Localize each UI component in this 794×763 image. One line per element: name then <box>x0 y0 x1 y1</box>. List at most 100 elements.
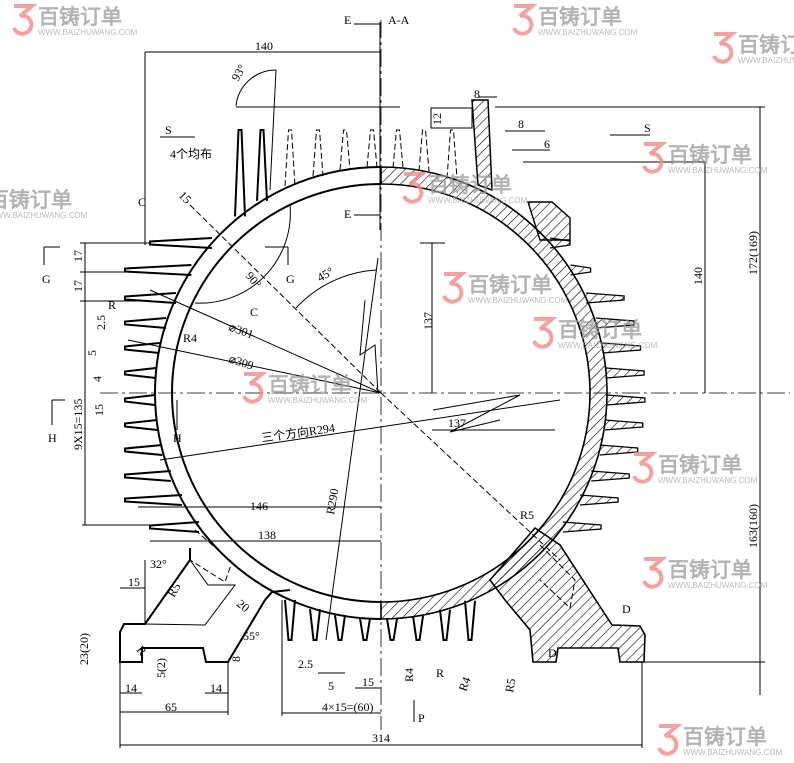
watermark-logo-icon <box>642 557 668 589</box>
dimension-label: E <box>344 13 351 27</box>
section-label: A-A <box>388 13 410 27</box>
dimension-label: 8 <box>229 656 243 662</box>
dimension-label: C <box>250 305 258 319</box>
watermark-brand: 百铸订单 <box>428 173 512 197</box>
watermark-logo-icon <box>242 372 268 404</box>
dimension-label: R <box>436 666 444 680</box>
dimension-label: 4 <box>90 376 104 382</box>
left-mounting-foot <box>119 548 291 663</box>
watermark-logo-icon <box>12 4 38 36</box>
watermark-url: WWW.BAIZHUWANG.COM <box>38 28 138 37</box>
dimension-label: 12 <box>430 113 444 125</box>
dimension-label: 15 <box>176 188 194 206</box>
dimension-label: 172(169) <box>746 231 760 275</box>
watermark-brand: 百铸订单 <box>658 453 742 477</box>
dimension-label: R4 <box>402 668 416 682</box>
dimension-label: S <box>165 123 172 137</box>
left-fin <box>149 521 200 533</box>
right-fin <box>562 521 602 533</box>
watermark-url: WWW.BAIZHUWANG.COM <box>428 196 528 205</box>
dimension-label: 15 <box>362 675 374 689</box>
dimension-label: 4个均布 <box>170 147 212 161</box>
watermark-brand: 百铸订单 <box>683 725 767 749</box>
dimension-label: 14 <box>210 681 222 695</box>
dimension-label: R5 <box>520 508 534 522</box>
dimension-label: 20 <box>234 597 252 615</box>
watermark-url: WWW.BAIZHUWANG.COM <box>468 296 568 305</box>
dimension-label: 65 <box>165 700 177 714</box>
watermark-brand: 百铸订单 <box>738 33 794 57</box>
watermark-brand: 百铸订单 <box>468 273 552 297</box>
dimension-label: 14 <box>125 681 137 695</box>
top-fin <box>418 129 430 172</box>
left-fin <box>124 367 156 379</box>
dimension-label: R <box>108 298 116 312</box>
dimension-label: 163(160) <box>746 504 760 548</box>
dimension-label: 5 <box>328 679 334 693</box>
dimension-label: D <box>548 646 557 660</box>
left-fin <box>124 470 171 482</box>
dimension-label: 314 <box>372 731 390 745</box>
dimension-label: ⌀309 <box>227 352 255 373</box>
left-fin <box>124 264 192 276</box>
watermark-url: WWW.BAIZHUWANG.COM <box>668 581 768 590</box>
dimension-label: R4 <box>183 331 197 345</box>
dimension-label: 55° <box>243 629 260 643</box>
dimension-label: 146 <box>250 499 268 513</box>
watermark-url: WWW.BAIZHUWANG.COM <box>558 341 658 350</box>
dimension-label: 6 <box>544 137 550 151</box>
dimension-label: 三个方向R294 <box>260 420 335 445</box>
terminal-boss <box>527 201 571 241</box>
right-fin <box>591 470 630 482</box>
right-fin <box>586 292 625 304</box>
dimension-label: 93° <box>228 62 249 84</box>
watermark-logo-icon <box>442 272 468 304</box>
left-fin <box>149 237 213 249</box>
watermark-url: WWW.BAIZHUWANG.COM <box>683 748 783 757</box>
dimension-label: 32° <box>150 557 167 571</box>
angle-arc-45 <box>295 269 377 309</box>
dimension-label: D <box>622 602 631 616</box>
dimension-label: 4×15=(60) <box>322 700 374 714</box>
dimension-label: 9X15=135 <box>71 399 85 450</box>
watermark-brand: 百铸订单 <box>38 5 122 29</box>
dimension-label: 8 <box>474 87 480 101</box>
left-foot-hidden-boss <box>189 529 233 583</box>
dimension-label: R5 <box>502 677 518 693</box>
top-fin <box>256 129 268 201</box>
watermark-brand: 百铸订单 <box>668 558 752 582</box>
dimension-label: 138 <box>258 528 276 542</box>
dimension-label: S <box>644 121 651 135</box>
dimension-label: R4 <box>456 675 474 693</box>
inner-bore-left <box>171 183 382 603</box>
top-fin <box>284 129 296 187</box>
dimension-label: H <box>48 431 57 445</box>
bottom-fin <box>359 618 371 641</box>
watermark-brand: 百铸订单 <box>558 318 642 342</box>
dimension-label: 17 <box>71 280 85 292</box>
watermark-url: WWW.BAIZHUWANG.COM <box>668 166 768 175</box>
dimension-lines <box>43 22 765 748</box>
left-foot-inner <box>144 559 236 626</box>
watermark-brand: 百铸订单 <box>538 5 622 29</box>
dimension-label: 5(2) <box>154 658 168 678</box>
top-fin <box>312 129 324 176</box>
radius-line-294 <box>159 399 561 461</box>
dimension-label: 8 <box>518 117 524 131</box>
top-fin <box>392 129 404 168</box>
dimension-label: 90° <box>243 269 265 291</box>
dimension-label: R5 <box>164 580 183 599</box>
top-fin <box>234 129 246 217</box>
right-foot-hidden-boss <box>539 544 576 609</box>
housing-geometry <box>43 20 790 748</box>
right-fin <box>606 394 646 406</box>
dimension-label: G <box>286 272 295 286</box>
